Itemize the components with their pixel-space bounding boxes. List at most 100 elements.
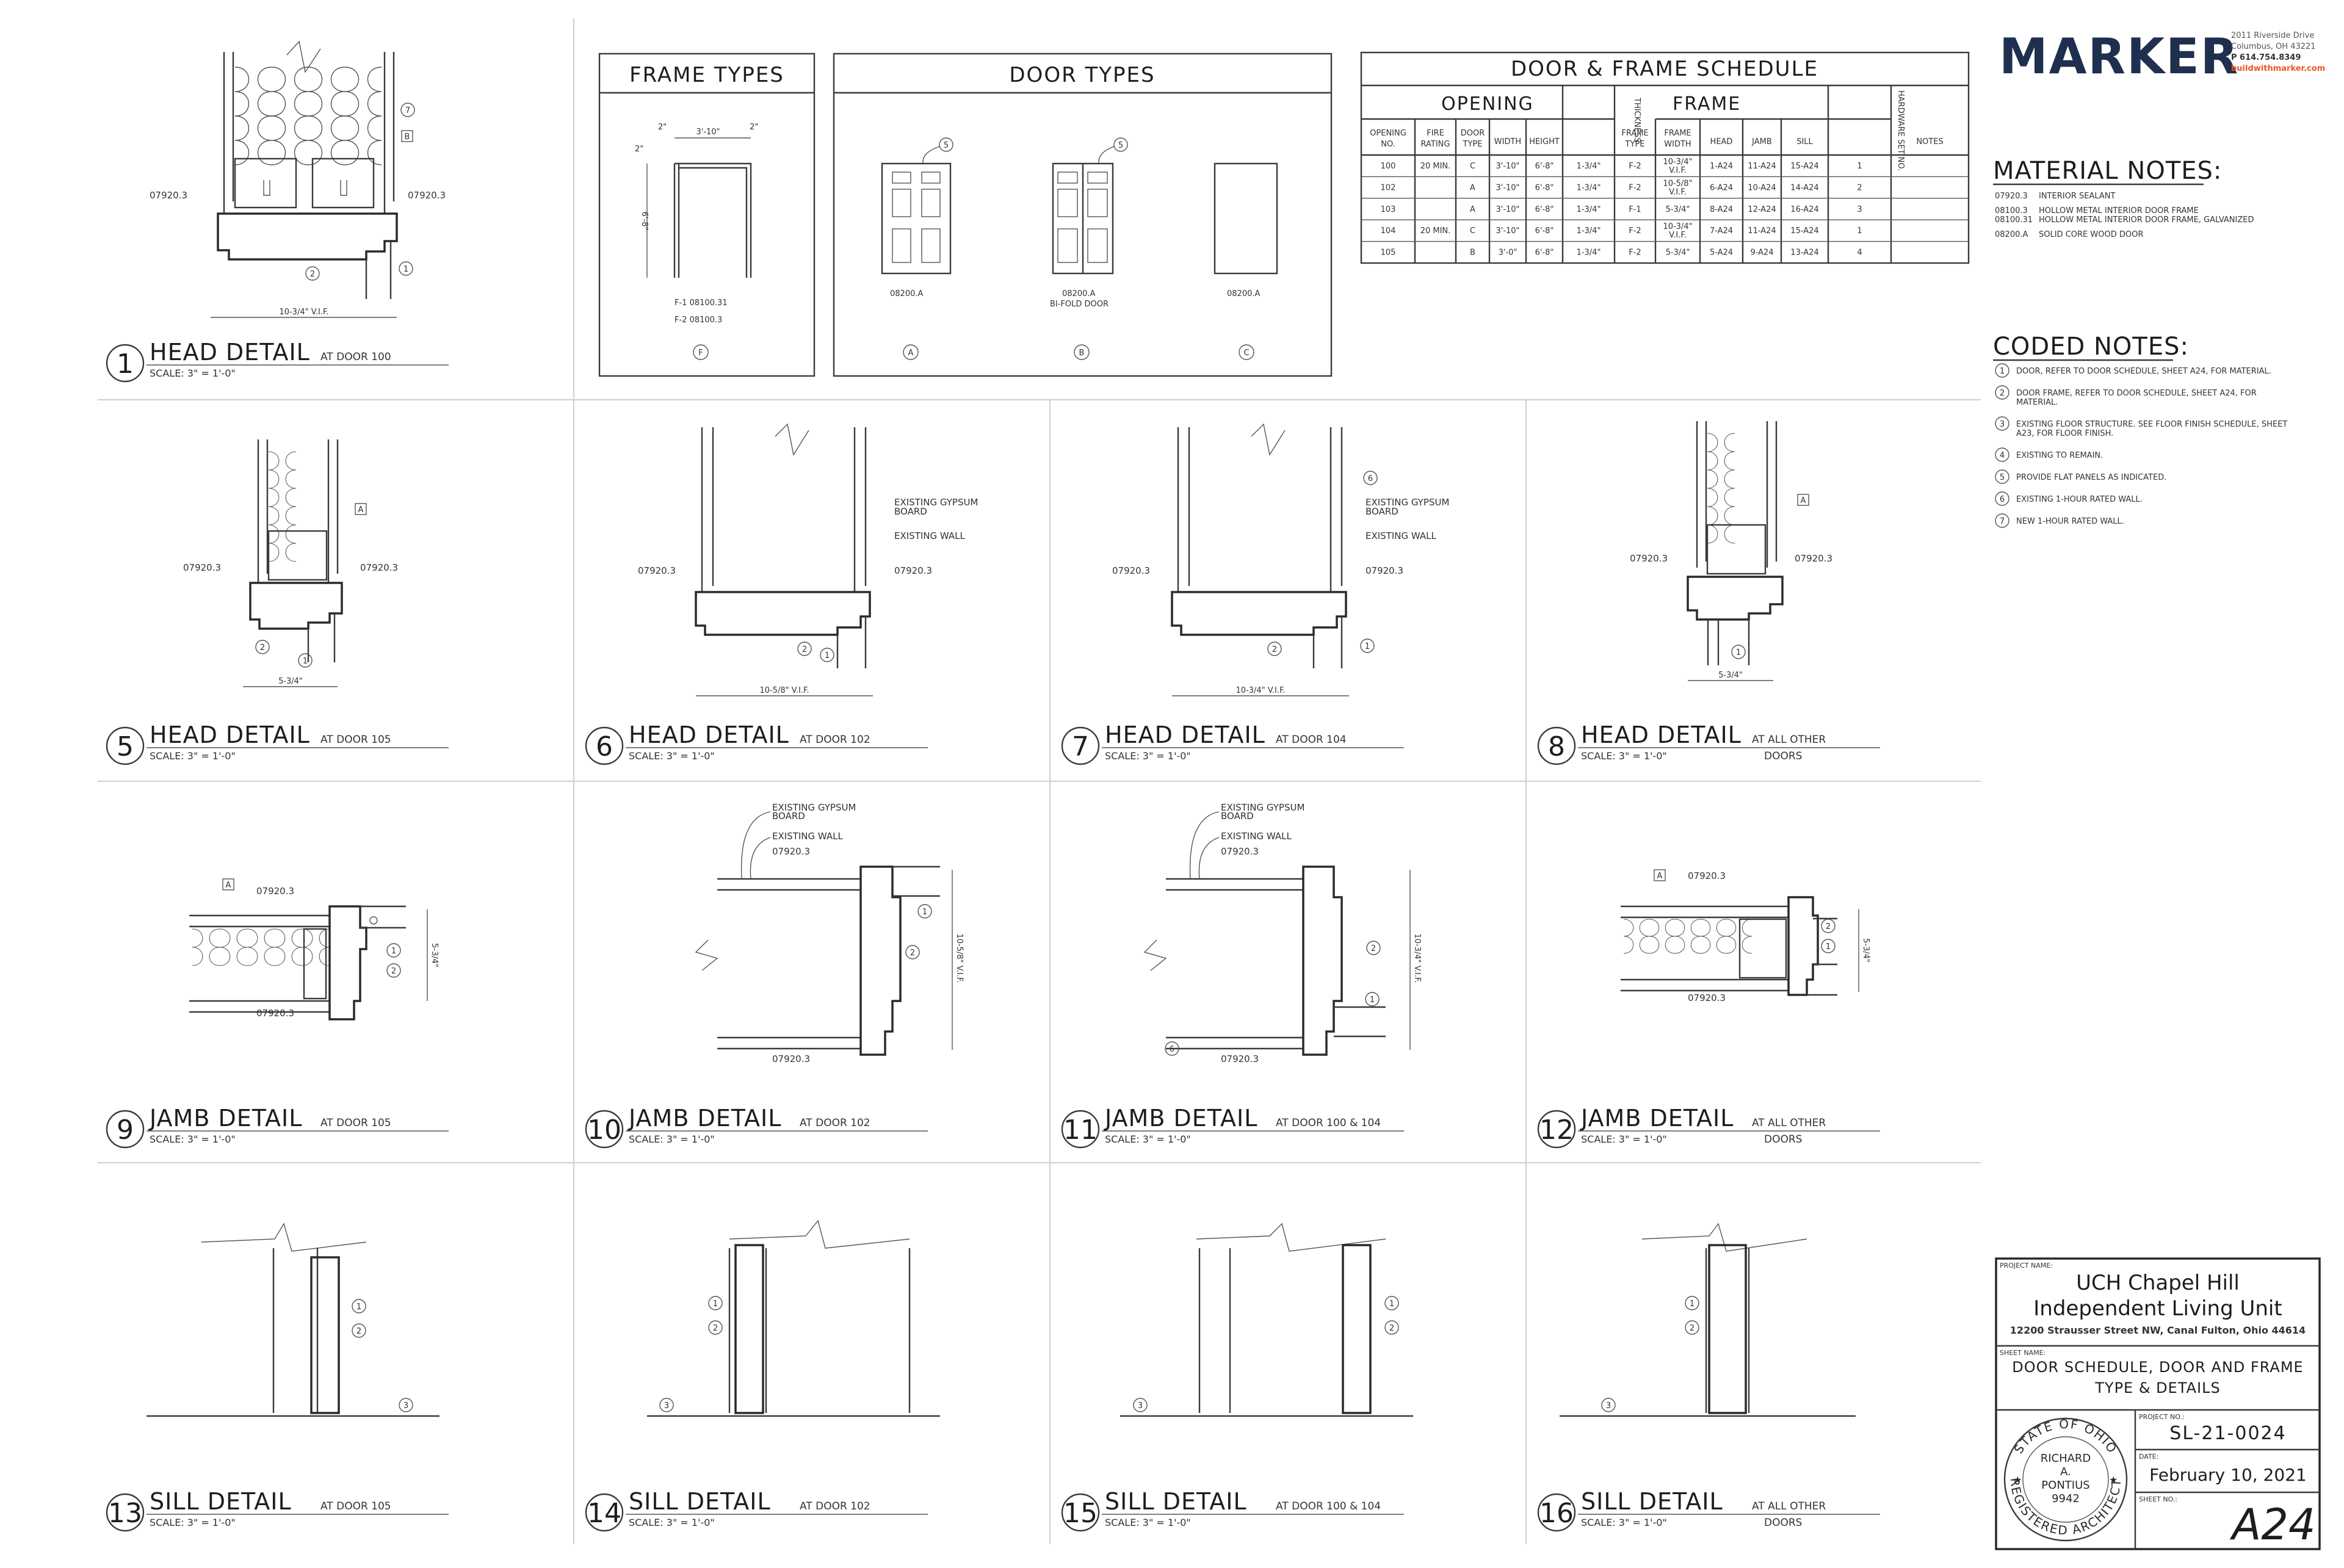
svg-text:2: 2 — [713, 1324, 718, 1333]
detail-scale: SCALE: 3" = 1'-0" — [629, 750, 715, 762]
table-cell: 10-5/8" — [1663, 179, 1692, 188]
detail-number: 5 — [117, 731, 134, 762]
detail-9-sealant-bottom: 07920.3 — [256, 1008, 294, 1019]
frame-type-label-1: F-1 08100.31 — [675, 298, 728, 308]
table-cell: 1-3/4" — [1577, 162, 1601, 171]
svg-text:2: 2 — [1389, 1324, 1394, 1333]
detail-8-drawing: 5-3/4" 07920.3 07920.3 A 1 — [1630, 421, 1832, 681]
detail-10-drawing: 10-5/8" V.I.F. EXISTING GYPSUM BOARD EXI… — [695, 802, 964, 1064]
schedule-col-thickness: THICKNESS — [1632, 97, 1641, 143]
material-note-code: 08200.A — [1995, 230, 2028, 239]
detail-1-sealant-right: 07920.3 — [408, 190, 446, 201]
coded-note-text: EXISTING TO REMAIN. — [2016, 451, 2103, 460]
frame-types-title: FRAME TYPES — [629, 63, 784, 87]
sheet-no: A24 — [2230, 1500, 2316, 1550]
coded-note-text: PROVIDE FLAT PANELS AS INDICATED. — [2016, 473, 2166, 482]
table-cell: 6'-8" — [1535, 205, 1554, 214]
frame-dim-right: 2" — [750, 123, 758, 132]
seal-name-3: PONTIUS — [2041, 1479, 2089, 1492]
coded-note-text: EXISTING 1-HOUR RATED WALL. — [2016, 495, 2143, 504]
schedule-header: HEAD — [1710, 137, 1733, 146]
detail-11-sealant-bottom: 07920.3 — [1221, 1053, 1259, 1064]
table-cell: 10-3/4" — [1663, 157, 1692, 167]
table-cell: 3'-10" — [1496, 183, 1519, 192]
door-frame-schedule: DOOR & FRAME SCHEDULE OPENING FRAME THIC… — [1360, 51, 1970, 264]
svg-text:2: 2 — [802, 645, 807, 654]
svg-text:1: 1 — [922, 908, 927, 917]
seal-number: 9942 — [2052, 1492, 2080, 1505]
brand-web[interactable]: buildwithmarker.com — [2231, 64, 2325, 73]
door-types-title: DOOR TYPES — [1009, 63, 1155, 87]
schedule-header: NOTES — [1916, 137, 1943, 146]
table-cell: 105 — [1381, 248, 1396, 258]
svg-text:1: 1 — [1370, 995, 1375, 1005]
svg-text:6: 6 — [1170, 1045, 1174, 1054]
table-cell: 13-A24 — [1790, 248, 1818, 258]
detail-location-2: DOORS — [1764, 1517, 1802, 1529]
frame-dim-top: 2" — [635, 145, 643, 154]
coded-note-text: DOOR, REFER TO DOOR SCHEDULE, SHEET A24,… — [2016, 367, 2271, 376]
coded-note-text: A23, FOR FLOOR FINISH. — [2016, 429, 2113, 438]
table-cell: 20 MIN. — [1420, 226, 1451, 236]
detail-12-sealant-top: 07920.3 — [1688, 870, 1726, 881]
detail-11-gypsum-2: BOARD — [1221, 811, 1254, 822]
door-type-a: 5 08200.A A — [881, 137, 953, 360]
table-cell: 4 — [1857, 248, 1862, 258]
detail-title-text: JAMB DETAIL — [628, 1105, 781, 1132]
detail-9-drawing: 5-3/4" A 07920.3 07920.3 1 2 — [189, 878, 439, 1021]
detail-title-text: HEAD DETAIL — [1581, 721, 1742, 748]
table-cell: F-2 — [1629, 248, 1641, 258]
detail-11-dim: 10-3/4" V.I.F. — [1413, 933, 1422, 983]
door-c-tag: C — [1243, 349, 1249, 358]
table-cell: 5-3/4" — [1666, 205, 1690, 214]
schedule-header: TYPE — [1463, 140, 1483, 149]
detail-6-existing-wall: EXISTING WALL — [894, 530, 966, 541]
detail-number: 7 — [1072, 731, 1089, 762]
detail-title-text: JAMB DETAIL — [1580, 1105, 1734, 1132]
table-cell: 3 — [1857, 205, 1862, 214]
detail-location: AT DOOR 100 — [320, 351, 391, 363]
detail-scale: SCALE: 3" = 1'-0" — [1105, 1517, 1191, 1528]
frame-dim-left: 2" — [658, 123, 667, 132]
table-cell: 20 MIN. — [1420, 162, 1451, 171]
material-note-code: 08100.3 — [1995, 206, 2028, 215]
date-label: DATE: — [2139, 1453, 2158, 1461]
detail-location: AT DOOR 100 & 104 — [1276, 1500, 1381, 1512]
project-name-line-2: Independent Living Unit — [2033, 1296, 2282, 1321]
svg-text:1: 1 — [825, 651, 830, 660]
detail-10-gypsum-2: BOARD — [772, 811, 805, 822]
detail-location: AT DOOR 100 & 104 — [1276, 1117, 1381, 1129]
detail-number: 11 — [1063, 1115, 1098, 1146]
detail-location: AT DOOR 105 — [320, 1500, 391, 1512]
detail-7-drawing: 10-3/4" V.I.F. 6 EXISTING GYPSUM BOARD E… — [1112, 423, 1449, 696]
svg-text:3: 3 — [1138, 1401, 1143, 1411]
schedule-col-hardware: HARDWARE SET NO. — [1896, 90, 1905, 171]
table-cell: 1 — [1857, 162, 1862, 171]
svg-text:A: A — [1657, 872, 1663, 881]
coded-note-number: 2 — [2000, 389, 2005, 398]
table-cell: 12-A24 — [1748, 205, 1776, 214]
door-a-callout: 5 — [944, 141, 949, 150]
table-cell: 6'-8" — [1535, 226, 1554, 236]
table-cell: 1-3/4" — [1577, 183, 1601, 192]
detail-6-drawing: 10-5/8" V.I.F. EXISTING GYPSUM BOARD EXI… — [638, 423, 978, 696]
sheet-name-line-2: TYPE & DETAILS — [2094, 1379, 2220, 1396]
schedule-header: WIDTH — [1494, 137, 1521, 146]
detail-12-drawing: 5-3/4" A 07920.3 07920.3 2 1 — [1621, 869, 1870, 1003]
detail-scale: SCALE: 3" = 1'-0" — [150, 750, 236, 762]
table-cell: F-2 — [1629, 183, 1641, 192]
detail-10-sealant-top: 07920.3 — [772, 846, 810, 857]
coded-note-text: NEW 1-HOUR RATED WALL. — [2016, 517, 2124, 526]
material-note-text: SOLID CORE WOOD DOOR — [2039, 230, 2143, 239]
detail-15-drawing: 1 2 3 — [1120, 1223, 1413, 1417]
door-a-tag: A — [908, 349, 914, 358]
